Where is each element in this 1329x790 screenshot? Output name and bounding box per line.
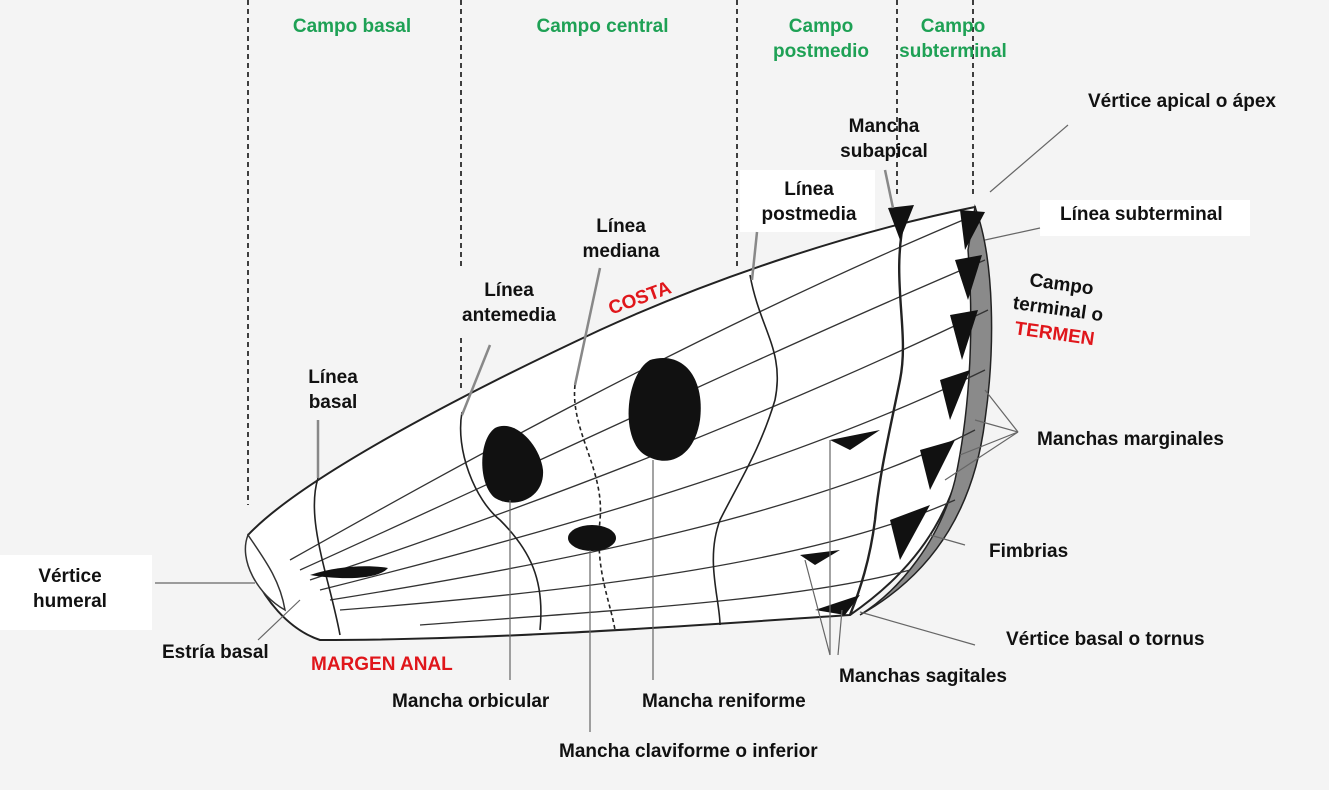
leader-subapical bbox=[883, 169, 895, 209]
basal-streak-label: Estría basal bbox=[162, 642, 269, 663]
leader-sagital-3 bbox=[837, 609, 843, 656]
field-central-label: Campo central bbox=[536, 16, 669, 37]
leader-marginal-2 bbox=[974, 419, 1019, 433]
orbicular-spot-label: Mancha orbicular bbox=[392, 691, 550, 712]
leader-estria bbox=[257, 599, 301, 641]
transverse-lines bbox=[313, 214, 907, 636]
reniform-spot bbox=[628, 358, 701, 461]
vein-4 bbox=[319, 369, 986, 591]
orbicular-spot bbox=[482, 425, 544, 503]
leader-marginal-1 bbox=[984, 389, 1019, 433]
humeral-label-bg bbox=[0, 555, 152, 630]
marginal-spots-label: Manchas marginales bbox=[1037, 429, 1224, 450]
leader-tornus bbox=[859, 611, 976, 646]
marginal-spot-6 bbox=[890, 505, 930, 560]
basal-line-path bbox=[313, 477, 341, 636]
basal-streak-shape bbox=[310, 566, 388, 579]
subterminal-label-bg bbox=[1040, 200, 1250, 236]
leader-apex bbox=[989, 124, 1069, 193]
leader-mediana bbox=[573, 267, 602, 386]
vein-1 bbox=[289, 214, 976, 561]
subapical-spot-shape bbox=[888, 205, 914, 240]
sagittal-spot-3 bbox=[815, 595, 860, 615]
anal-margin-label: MARGEN ANAL bbox=[311, 654, 453, 675]
marginal-spot-4 bbox=[940, 370, 970, 420]
leader-postmedia bbox=[750, 231, 759, 281]
sagittal-spots-label: Manchas sagitales bbox=[839, 666, 1007, 687]
mediana-line-path bbox=[573, 384, 616, 631]
leader-sagital-2 bbox=[804, 559, 831, 656]
leader-antemedia bbox=[460, 344, 492, 416]
antemedia-line-path bbox=[459, 411, 542, 631]
marginal-spot-2 bbox=[955, 255, 982, 300]
leader-lines bbox=[316, 169, 895, 478]
subterminal-line-path bbox=[848, 214, 907, 616]
postmedia-label-bg bbox=[740, 170, 875, 232]
sagittal-spot-1 bbox=[830, 430, 880, 450]
claviform-spot bbox=[568, 525, 616, 551]
reniform-spot-label: Mancha reniforme bbox=[642, 691, 806, 712]
marginal-spot-3 bbox=[950, 310, 978, 360]
field-separators bbox=[247, 0, 974, 505]
marginal-spot-1 bbox=[960, 210, 985, 250]
thin-leaders bbox=[155, 124, 1069, 732]
subterminal-line-label: Línea subterminal bbox=[1060, 204, 1223, 225]
tornus-vertex-label: Vértice basal o tornus bbox=[1006, 629, 1205, 650]
field-basal-label: Campo basal bbox=[292, 16, 412, 37]
vein-5 bbox=[329, 429, 976, 601]
leader-marginal-3 bbox=[959, 431, 1019, 456]
leader-marginal-4 bbox=[944, 431, 1019, 481]
fringe-band bbox=[859, 204, 993, 616]
leader-subterminal bbox=[984, 227, 1041, 241]
marginal-spot-5 bbox=[920, 440, 955, 490]
fimbrias-label: Fimbrias bbox=[989, 541, 1069, 562]
claviform-spot-label: Mancha claviforme o inferior bbox=[559, 741, 818, 762]
apical-vertex-label: Vértice apical o ápex bbox=[1088, 91, 1276, 112]
leader-fimbrias bbox=[929, 534, 966, 546]
postmedia-line-path bbox=[712, 274, 779, 626]
humeral-lobe bbox=[244, 533, 286, 612]
marginal-spots bbox=[890, 210, 985, 560]
